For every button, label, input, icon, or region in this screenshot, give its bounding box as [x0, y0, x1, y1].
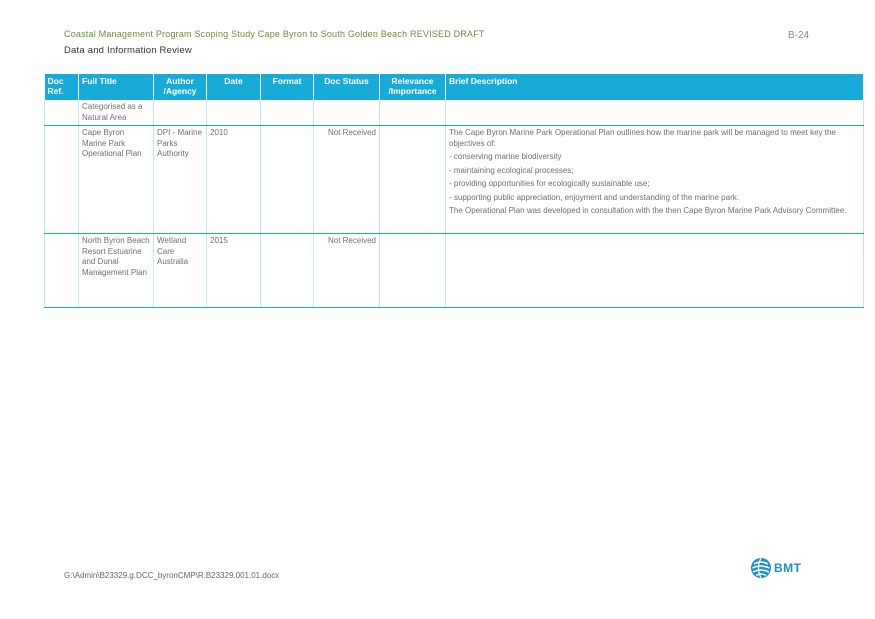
bmt-globe-icon — [751, 557, 771, 579]
cell-date: 2015 — [206, 233, 261, 308]
description-line: - providing opportunities for ecological… — [449, 179, 650, 188]
bmt-logo: BMT — [750, 557, 802, 579]
cell-full-title: Cape Byron Marine Park Operational Plan — [78, 125, 154, 234]
column-header-full-title: Full Title — [78, 74, 154, 100]
cell-author: Wetland Care Australia — [153, 233, 207, 308]
document-title: Coastal Management Program Scoping Study… — [64, 29, 485, 39]
cell-description: The Cape Byron Marine Park Operational P… — [445, 125, 864, 234]
column-header-author: Author /Agency — [153, 74, 207, 100]
cell-full-title: North Byron Beach Resort Estuarine and D… — [78, 233, 154, 308]
column-header-relevance: Relevance /Importance — [379, 74, 446, 100]
column-header-format: Format — [260, 74, 314, 100]
description-line: - supporting public appreciation, enjoym… — [449, 192, 739, 202]
cell-relevance — [379, 233, 446, 308]
description-line: The Operational Plan was developed in co… — [449, 206, 847, 215]
file-path: G:\Admin\B23329.g.DCC_byronCMP\R.B23329.… — [64, 571, 280, 580]
cell-format — [260, 233, 314, 308]
cell-relevance — [379, 125, 446, 234]
table-row: Cape Byron Marine Park Operational Plan … — [44, 125, 864, 234]
cell-full-title: Categorised as a Natural Area — [78, 100, 154, 126]
data-review-table: Doc Ref. Full Title Author /Agency Date … — [44, 74, 864, 308]
column-header-doc-status: Doc Status — [313, 74, 380, 100]
cell-format — [260, 125, 314, 234]
table-row: Categorised as a Natural Area — [44, 100, 864, 126]
cell-status — [313, 100, 380, 126]
cell-status: Not Received — [313, 233, 380, 308]
column-header-doc-ref: Doc Ref. — [44, 74, 79, 100]
column-header-description: Brief Description — [445, 74, 864, 100]
page-number: B-24 — [788, 30, 810, 41]
description-line: - conserving marine biodiversity — [449, 152, 562, 161]
cell-date — [206, 100, 261, 126]
cell-author — [153, 100, 207, 126]
cell-relevance — [379, 100, 446, 126]
column-header-date: Date — [206, 74, 261, 100]
cell-date: 2010 — [206, 125, 261, 234]
section-subtitle: Data and Information Review — [64, 45, 192, 56]
logo-text: BMT — [774, 561, 802, 575]
cell-description — [445, 233, 864, 308]
description-line: - maintaining ecological processes; — [449, 165, 574, 175]
cell-doc-ref — [44, 125, 79, 234]
description-line: The Cape Byron Marine Park Operational P… — [449, 128, 836, 148]
table-row: North Byron Beach Resort Estuarine and D… — [44, 233, 864, 308]
cell-doc-ref — [44, 100, 79, 126]
cell-status: Not Received — [313, 125, 380, 234]
cell-description — [445, 100, 864, 126]
table-header-row: Doc Ref. Full Title Author /Agency Date … — [44, 74, 864, 100]
cell-doc-ref — [44, 233, 79, 308]
cell-format — [260, 100, 314, 126]
cell-author: DPI - Marine Parks Authority — [153, 125, 207, 234]
